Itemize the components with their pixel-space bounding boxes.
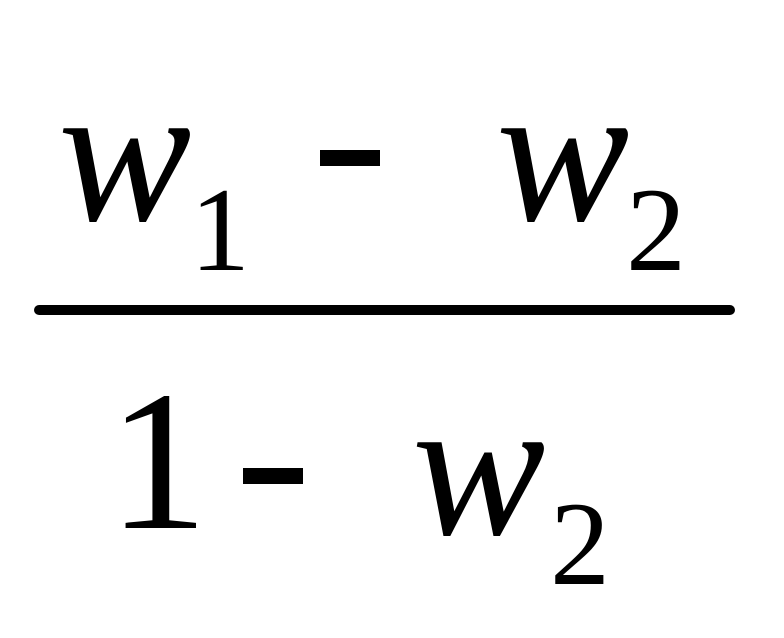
denominator-minus-sign — [243, 468, 303, 484]
denominator-constant: 1 — [108, 351, 208, 572]
numerator-term1-variable: w — [58, 43, 192, 264]
fraction-bar — [34, 305, 735, 315]
numerator-minus-sign — [320, 150, 380, 166]
numerator-term1-subscript: 1 — [190, 163, 250, 296]
denominator-term-variable: w — [412, 357, 546, 578]
numerator-term2-subscript: 2 — [626, 163, 686, 296]
numerator-term2-variable: w — [496, 43, 630, 264]
denominator-term-subscript: 2 — [550, 477, 610, 610]
